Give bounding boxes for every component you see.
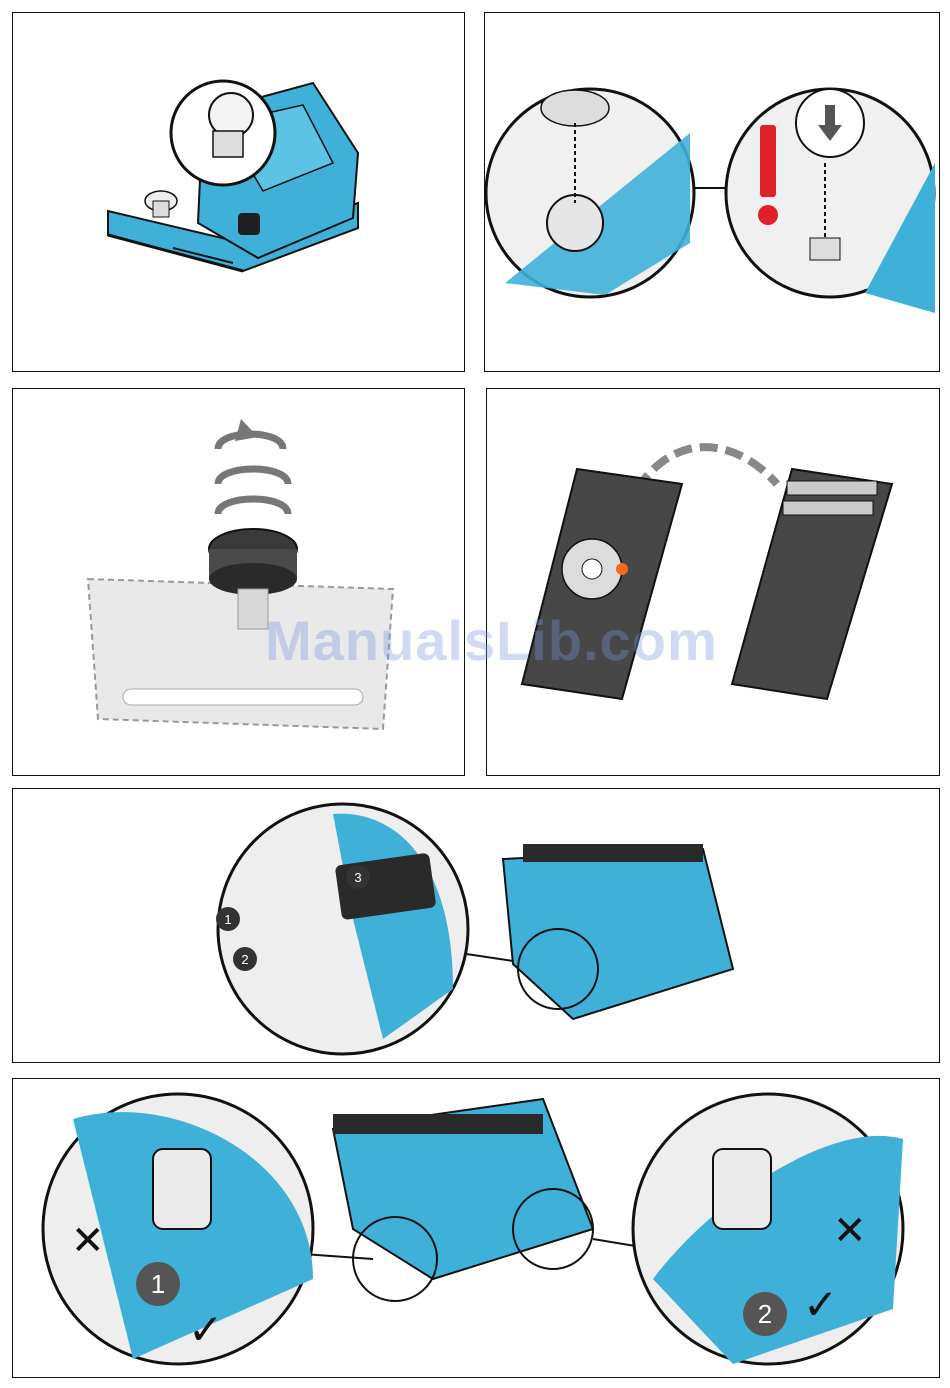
svg-text:✕: ✕ <box>833 1208 867 1254</box>
cross-icon: ✕ <box>833 1208 867 1254</box>
check-icon: ✓ <box>803 1280 838 1329</box>
svg-text:✕: ✕ <box>71 1218 105 1264</box>
warning-exclamation-icon <box>758 125 778 225</box>
brush-module-illustration <box>13 13 463 370</box>
svg-text:✓: ✓ <box>803 1280 838 1329</box>
step-label-1: 1 <box>136 1262 180 1306</box>
magnifier-circle-icon <box>486 89 694 297</box>
knob-removal-illustration <box>13 389 463 774</box>
svg-text:1: 1 <box>224 912 231 927</box>
panel-6: ✕ 1 ✓ ✕ 2 ✓ <box>12 1078 940 1378</box>
svg-text:2: 2 <box>241 952 248 967</box>
panel-2 <box>484 12 940 372</box>
step-label-2: 2 <box>743 1292 787 1336</box>
remote-control-icon <box>522 469 682 699</box>
panel-5: 1 2 3 <box>12 788 940 1063</box>
step-label-3: 3 <box>346 865 370 889</box>
step-label-1: 1 <box>216 907 240 931</box>
magnifier-circle-icon <box>726 89 935 313</box>
svg-text:2: 2 <box>758 1299 772 1329</box>
svg-text:✓: ✓ <box>188 1305 223 1354</box>
battery-compartment-icon <box>732 469 892 699</box>
panel-4 <box>486 388 940 776</box>
remote-battery-illustration <box>487 389 938 774</box>
alignment-detail-illustration <box>485 13 938 370</box>
svg-text:3: 3 <box>354 870 361 885</box>
magnifier-circle-icon <box>171 81 275 185</box>
panel-1 <box>12 12 465 372</box>
cross-icon: ✕ <box>71 1218 105 1264</box>
rotation-arrow-icon <box>218 419 288 514</box>
svg-text:1: 1 <box>151 1269 165 1299</box>
clip-installation-illustration: ✕ 1 ✓ ✕ 2 ✓ <box>13 1079 938 1376</box>
connector-illustration: 1 2 3 <box>13 789 938 1061</box>
panel-3 <box>12 388 465 776</box>
step-label-2: 2 <box>233 947 257 971</box>
check-icon: ✓ <box>188 1305 223 1354</box>
